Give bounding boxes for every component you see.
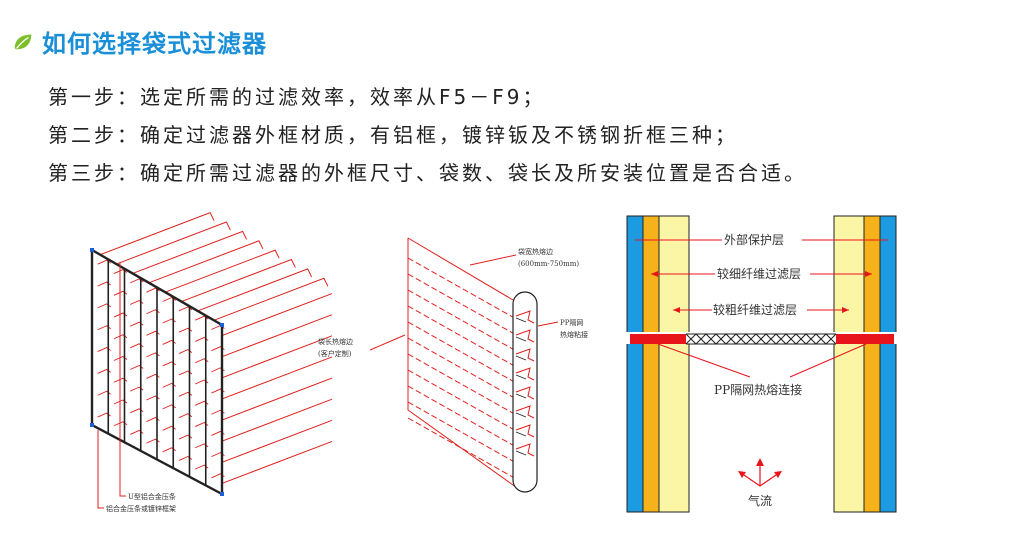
width-weld-label: 袋宽热熔边	[518, 247, 553, 256]
step-3-text: 第三步：确定所需过滤器的外框尺寸、袋数、袋长及所安装位置是否合适。	[48, 161, 807, 185]
u-strip-label: U型铝合金压条	[128, 492, 176, 501]
pp-weld-label: 热熔粘接	[560, 330, 588, 339]
frame-material-label: 铝合金压条或镀锌框架	[106, 504, 176, 513]
leaf-icon	[14, 34, 32, 49]
right-media-wall	[833, 215, 897, 513]
page-title: 如何选择袋式过滤器	[42, 30, 267, 58]
airflow-arrows-icon	[738, 458, 782, 487]
pp-mesh-label: PP隔网	[560, 318, 583, 327]
steps-list: 第一步：选定所需的过滤效率，效率从F5－F9； 第二步：确定过滤器外框材质，有铝…	[48, 78, 998, 192]
coarse-fiber-layer-label: 较粗纤维过滤层	[713, 302, 797, 317]
airflow-label: 气流	[748, 493, 772, 508]
single-bag-side-diagram: 袋宽热熔边 (600mm-750mm) 袋长热熔边 (客户定制) PP隔网 热熔…	[318, 237, 588, 493]
frame-callout-lines	[97, 262, 126, 509]
left-media-wall	[626, 215, 690, 513]
bag-body	[407, 237, 521, 491]
filter-bags	[97, 212, 333, 484]
length-weld-custom-label: (客户定制)	[318, 349, 352, 358]
step-1-text: 第一步：选定所需的过滤效率，效率从F5－F9；	[48, 85, 546, 109]
width-weld-size-label: (600mm-750mm)	[518, 260, 579, 268]
outer-protection-layer-label: 外部保护层	[724, 232, 784, 247]
step-2-text: 第二步：确定过滤器外框材质，有铝框，镀锌钣及不锈钢折框三种；	[48, 123, 738, 147]
fine-fiber-layer-label: 较细纤维过滤层	[717, 266, 801, 281]
bag-filter-perspective-diagram: U型铝合金压条 铝合金压条或镀锌框架	[90, 212, 333, 513]
length-weld-label: 袋长热熔边	[318, 337, 353, 346]
pp-mesh-zigzag	[515, 310, 535, 457]
page-header: 如何选择袋式过滤器	[12, 24, 267, 59]
bag-tube	[512, 291, 538, 493]
layer-callout-lines	[635, 239, 888, 378]
filter-front-frame	[90, 247, 224, 496]
left-weld-bar	[630, 334, 686, 344]
bag-callout-lines	[369, 254, 559, 351]
pp-mesh-weld-label: PP隔网热熔连接	[714, 382, 802, 397]
right-weld-bar	[836, 334, 894, 344]
filter-media-cross-section: 外部保护层 较细纤维过滤层 较粗纤维过滤层 PP隔网热熔连接 气流	[626, 215, 897, 513]
callout-arrowheads	[651, 271, 872, 313]
pp-mesh-connector	[685, 333, 837, 345]
